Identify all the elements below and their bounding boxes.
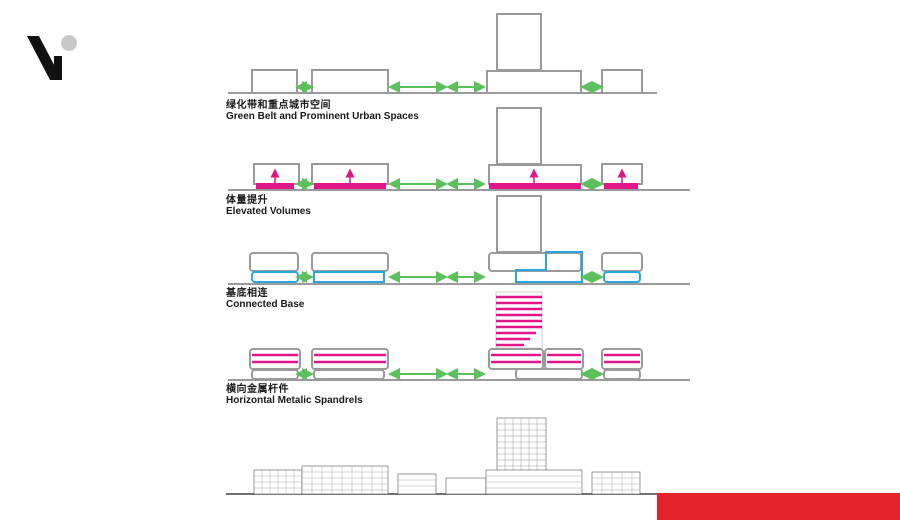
accent-band [657, 493, 900, 520]
step2-title-zh: 体量提升 [226, 195, 268, 206]
brand-logo [22, 30, 82, 86]
step3-title-zh: 基底相连 [226, 288, 268, 299]
step1-diagram [228, 13, 657, 94]
step2-title-en: Elevated Volumes [226, 206, 311, 217]
step4-title-en: Horizontal Metalic Spandrels [226, 395, 363, 406]
step3-caption: 基底相连 Connected Base [226, 288, 304, 310]
step1-title-zh: 绿化带和重点城市空间 [226, 100, 331, 111]
step1-caption: 绿化带和重点城市空间 Green Belt and Prominent Urba… [226, 100, 419, 122]
step3-diagram [228, 195, 690, 285]
step4-title-zh: 横向金属杆件 [226, 384, 289, 395]
elevation-sketch [226, 417, 665, 495]
step4-caption: 横向金属杆件 Horizontal Metalic Spandrels [226, 384, 363, 406]
brand-logo-icon [27, 35, 77, 80]
step4-diagram [228, 291, 690, 381]
step1-title-en: Green Belt and Prominent Urban Spaces [226, 111, 419, 122]
step3-title-en: Connected Base [226, 299, 305, 310]
step2-diagram [228, 107, 690, 191]
step2-caption: 体量提升 Elevated Volumes [226, 195, 311, 217]
